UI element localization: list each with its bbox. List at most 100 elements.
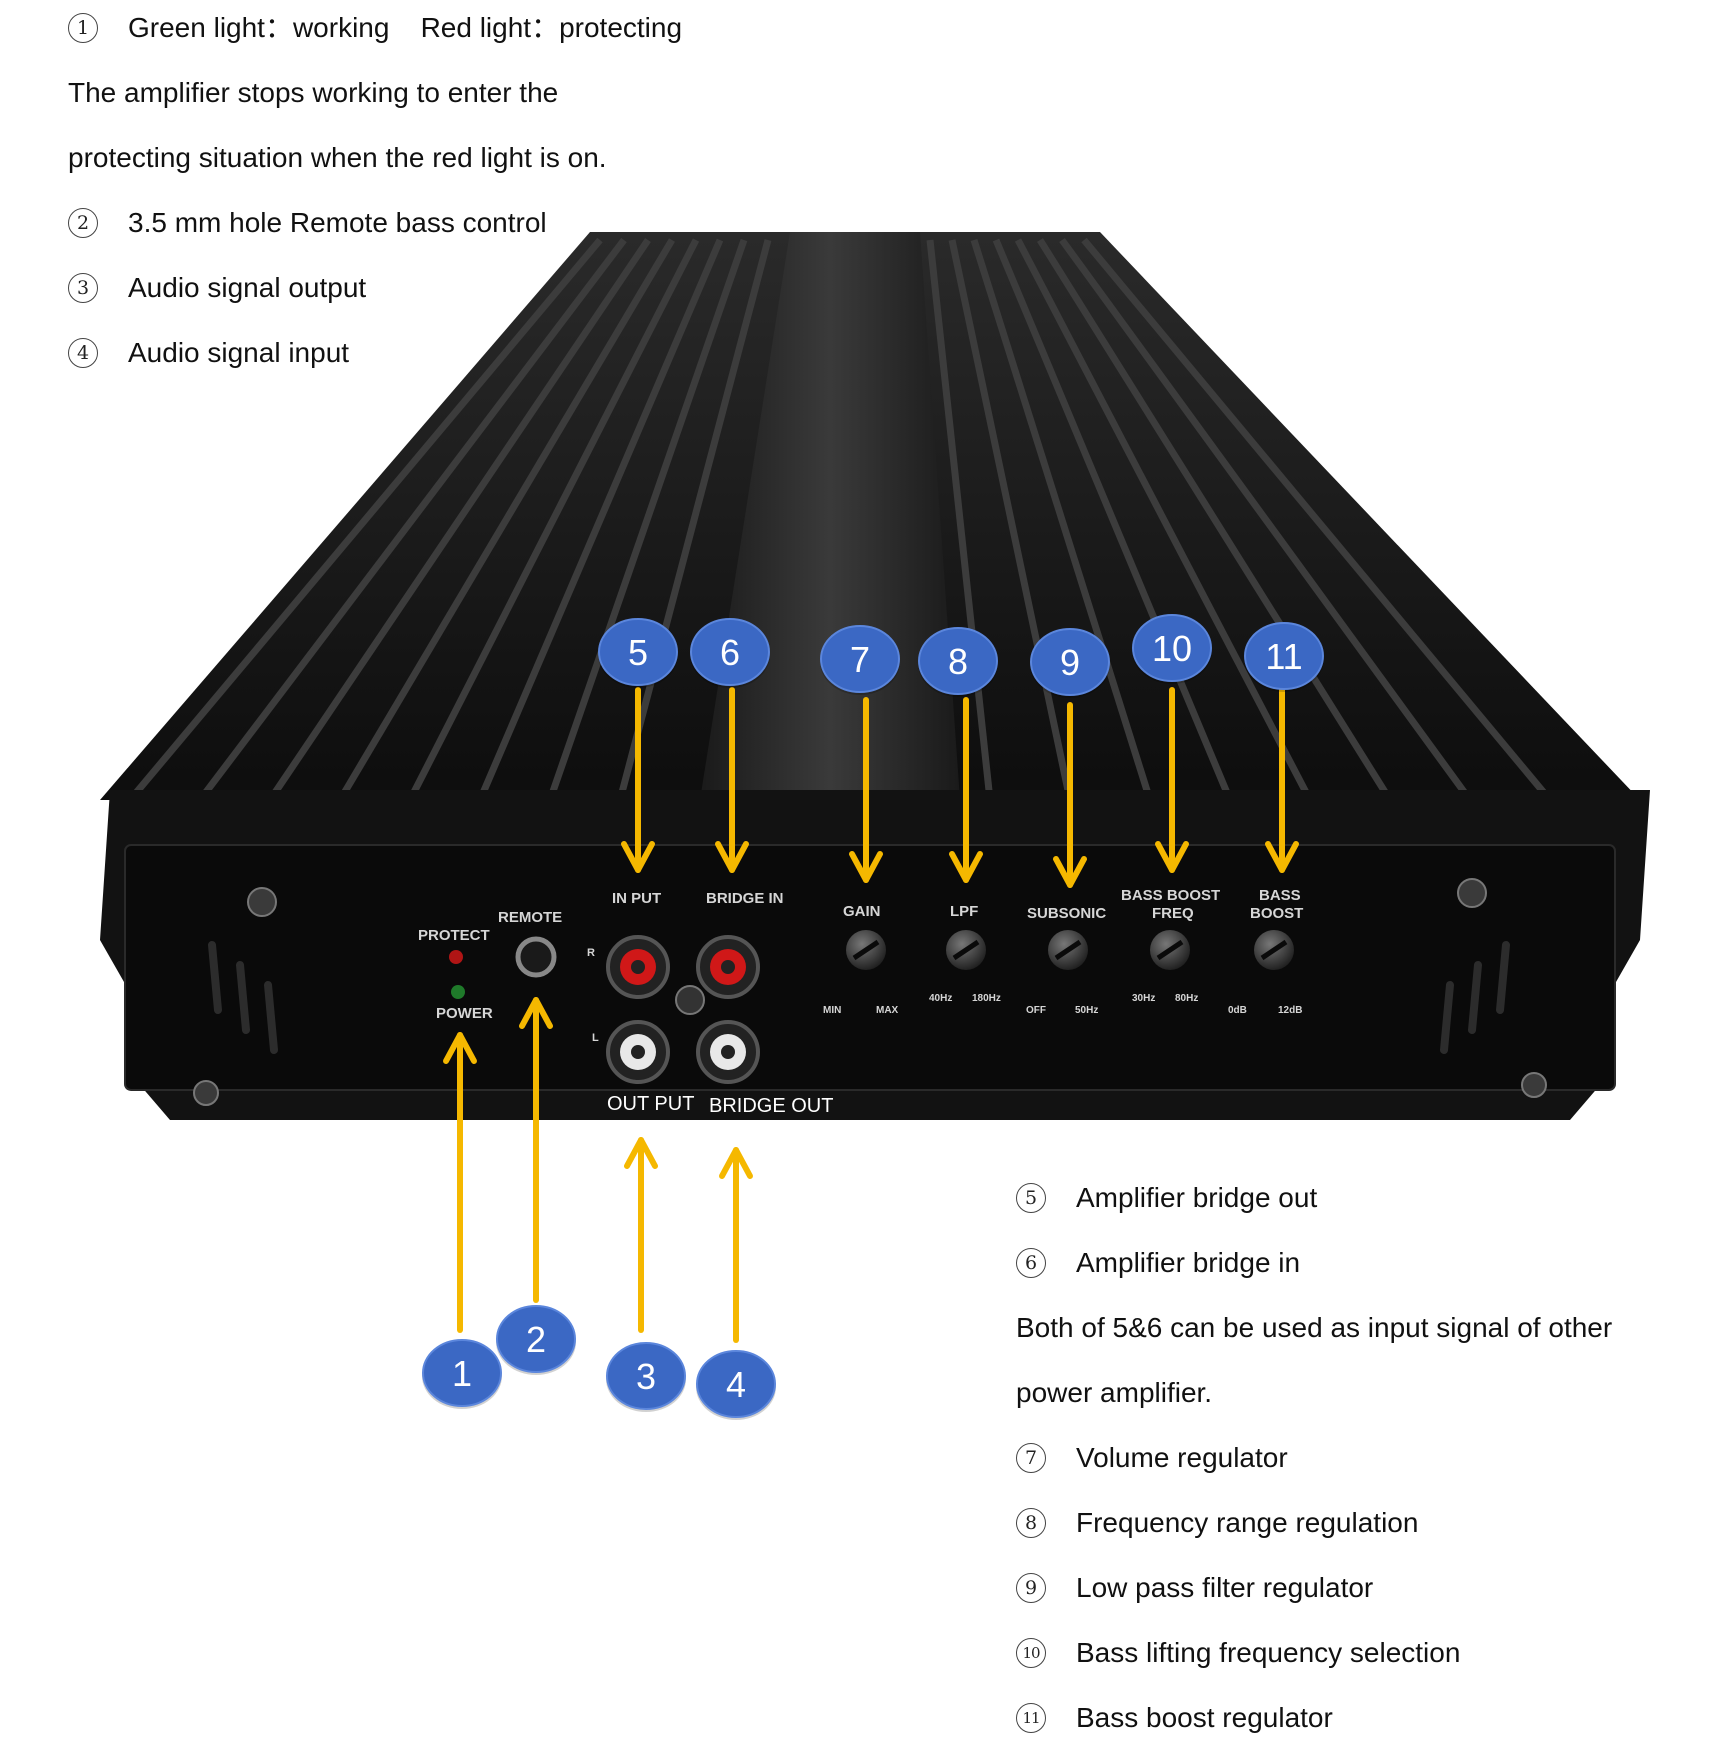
callout-label: 7 — [850, 639, 870, 680]
callout-label: 4 — [726, 1364, 746, 1405]
callout-6 — [690, 618, 770, 686]
panel-label-input: IN PUT — [612, 890, 661, 907]
heatsink-fin — [1081, 237, 1553, 803]
panel-label-freq: FREQ — [1152, 905, 1194, 922]
callout-3 — [606, 1342, 686, 1410]
note-line: The amplifier stops working to enter the — [68, 77, 559, 108]
note-text: Bass lifting frequency selection — [1076, 1637, 1461, 1668]
note-line: Both of 5&6 can be used as input signal … — [1016, 1312, 1613, 1343]
number-badge: 2 — [68, 208, 98, 238]
knobs — [846, 930, 1294, 970]
callout-label: 11 — [1265, 636, 1302, 677]
mount-slot-right — [1365, 1133, 1485, 1147]
panel-label-gain: GAIN — [843, 903, 881, 920]
panel-label-r: R — [587, 947, 595, 959]
front-panel: PROTECT POWER REMOTE IN PUT BRIDGE IN GA… — [100, 790, 1650, 1153]
mount-slot-left — [255, 1133, 340, 1153]
remote-jack-icon — [515, 936, 557, 978]
panel-label-0db: 0dB — [1228, 1005, 1247, 1016]
label-bridge-out: BRIDGE OUT — [709, 1095, 833, 1117]
arrow-head-icon — [624, 1137, 658, 1169]
panel-label-min: MIN — [823, 1005, 841, 1016]
panel-label-boost: BOOST — [1250, 905, 1303, 922]
arrows — [443, 687, 1299, 1343]
heatsink — [100, 232, 1640, 803]
callout-label: 9 — [1060, 642, 1080, 683]
panel-label-off: OFF — [1026, 1005, 1046, 1016]
panel-label-bridge-in: BRIDGE IN — [706, 890, 784, 907]
heatsink-fin — [948, 239, 1074, 801]
arrow-head-icon — [621, 841, 655, 873]
panel-label-protect: PROTECT — [418, 927, 490, 944]
arrow-head-icon — [719, 1147, 753, 1179]
heatsink-fin — [1059, 237, 1473, 803]
arrow-head-icon — [949, 851, 983, 883]
arrow-head-icon — [715, 841, 749, 873]
note-item-6: 6 Amplifier bridge in — [1016, 1246, 1300, 1280]
number-badge: 8 — [1016, 1508, 1046, 1538]
callout-4 — [696, 1350, 776, 1418]
note-item-5: 5 Amplifier bridge out — [1016, 1181, 1317, 1215]
number-badge: 3 — [68, 273, 98, 303]
panel-label-bass-boost-freq: BASS BOOST — [1121, 887, 1220, 904]
label-output: OUT PUT — [607, 1093, 694, 1115]
panel-label-remote: REMOTE — [498, 909, 562, 926]
heatsink-fin — [476, 238, 724, 802]
screw-icon — [247, 887, 277, 917]
heatsink-fin — [1037, 238, 1393, 802]
panel-label-power: POWER — [436, 1005, 493, 1022]
heatsink-fin — [267, 238, 651, 802]
note-item-11: 11 Bass boost regulator — [1016, 1701, 1333, 1735]
number-badge: 11 — [1016, 1703, 1046, 1733]
panel-label-12db: 12dB — [1278, 1005, 1302, 1016]
number-badge: 10 — [1016, 1638, 1046, 1668]
screw-icon — [1521, 1072, 1547, 1098]
callout-label: 5 — [628, 632, 648, 673]
callout-1 — [422, 1339, 502, 1407]
number-badge: 5 — [1016, 1183, 1046, 1213]
arrow-head-icon — [1053, 856, 1087, 888]
screw-icon — [1457, 878, 1487, 908]
panel-label-max: MAX — [876, 1005, 899, 1016]
arrow-head-icon — [1265, 841, 1299, 873]
heatsink-fin — [336, 238, 676, 802]
callout-label: 10 — [1152, 628, 1192, 669]
note-text: Volume regulator — [1076, 1442, 1288, 1473]
note-item-9: 9 Low pass filter regulator — [1016, 1571, 1373, 1605]
note-item-10: 10 Bass lifting frequency selection — [1016, 1636, 1460, 1670]
panel-label-lpf: LPF — [950, 903, 978, 920]
panel-label-l: L — [592, 1032, 599, 1044]
note-line: protecting situation when the red light … — [68, 142, 607, 173]
power-led-icon — [451, 985, 465, 999]
note-item-4: 4 Audio signal input — [68, 336, 349, 370]
callout-label: 6 — [720, 632, 740, 673]
heatsink-fin — [197, 237, 627, 803]
callout-11 — [1244, 622, 1324, 690]
note-text: Audio signal output — [128, 272, 367, 303]
panel-label-bass: BASS — [1259, 887, 1301, 904]
callout-label: 8 — [948, 641, 968, 682]
screw-icon — [193, 1080, 219, 1106]
panel-label-40hz: 40Hz — [929, 993, 952, 1004]
arrow-head-icon — [443, 1032, 477, 1064]
panel-label-50hz: 50Hz — [1075, 1005, 1098, 1016]
callout-label: 3 — [636, 1356, 656, 1397]
arrow-head-icon — [849, 851, 883, 883]
note-text: 3.5 mm hole Remote bass control — [128, 207, 547, 238]
note-text: Frequency range regulation — [1076, 1507, 1419, 1538]
number-badge: 9 — [1016, 1573, 1046, 1603]
heatsink-fin — [616, 239, 772, 801]
arrow-head-icon — [1155, 841, 1189, 873]
callout-label: 2 — [526, 1319, 546, 1360]
panel-label-180hz: 180Hz — [972, 993, 1001, 1004]
heatsink-fin — [970, 238, 1154, 802]
callout-5 — [598, 618, 678, 686]
heatsink-fin — [1014, 238, 1314, 802]
callout-9 — [1030, 628, 1110, 696]
note-item-7: 7 Volume regulator — [1016, 1441, 1288, 1475]
protect-led-icon — [449, 950, 463, 964]
heatsink-fin — [406, 238, 700, 802]
arrow-head-icon — [519, 997, 553, 1029]
